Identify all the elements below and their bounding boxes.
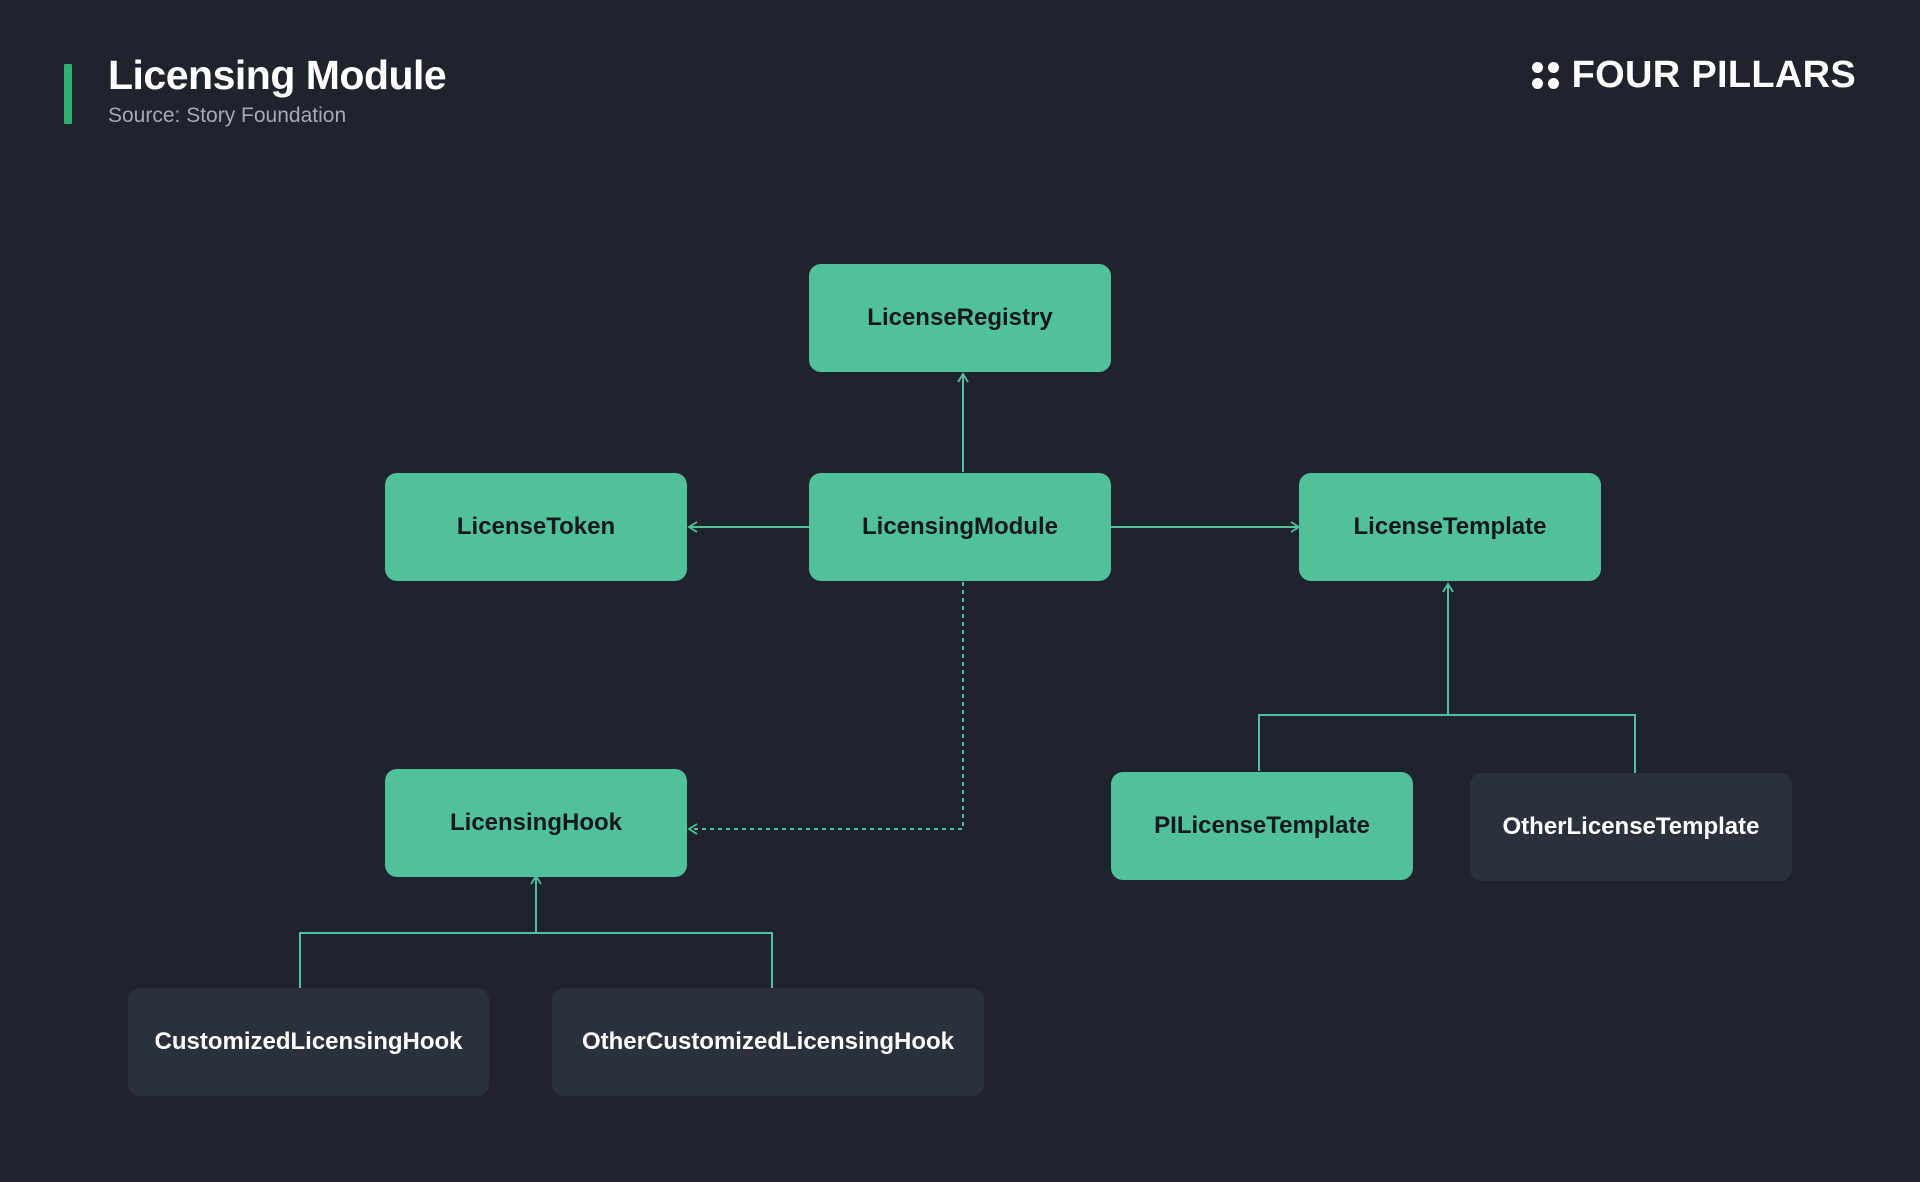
page-subtitle: Source: Story Foundation (108, 104, 347, 127)
node-licensing-hook: LicensingHook (385, 769, 687, 877)
brand-logo: FOUR PILLARS (1531, 54, 1856, 97)
four-dots-icon (1531, 61, 1560, 90)
node-other-license-template: OtherLicenseTemplate (1470, 773, 1792, 881)
edge-other-to-template (1448, 714, 1636, 774)
brand-name: FOUR PILLARS (1571, 54, 1856, 96)
node-license-token: LicenseToken (385, 473, 687, 581)
node-license-registry: LicenseRegistry (809, 264, 1111, 372)
edge-pil-to-template (1258, 714, 1448, 771)
node-pil-license-template: PILicenseTemplate (1111, 772, 1413, 880)
node-licensing-module: LicensingModule (809, 473, 1111, 581)
edge-module-to-hook (687, 582, 964, 835)
title-accent-bar (64, 64, 72, 124)
node-other-customized-licensing-hook: OtherCustomizedLicensingHook (552, 988, 984, 1096)
node-license-template: LicenseTemplate (1299, 473, 1601, 581)
edge-othercustomized-to-hook (536, 932, 773, 988)
edge-customized-to-hook (299, 932, 536, 988)
page-title: Licensing Module (108, 52, 447, 98)
node-customized-licensing-hook: CustomizedLicensingHook (128, 988, 489, 1096)
